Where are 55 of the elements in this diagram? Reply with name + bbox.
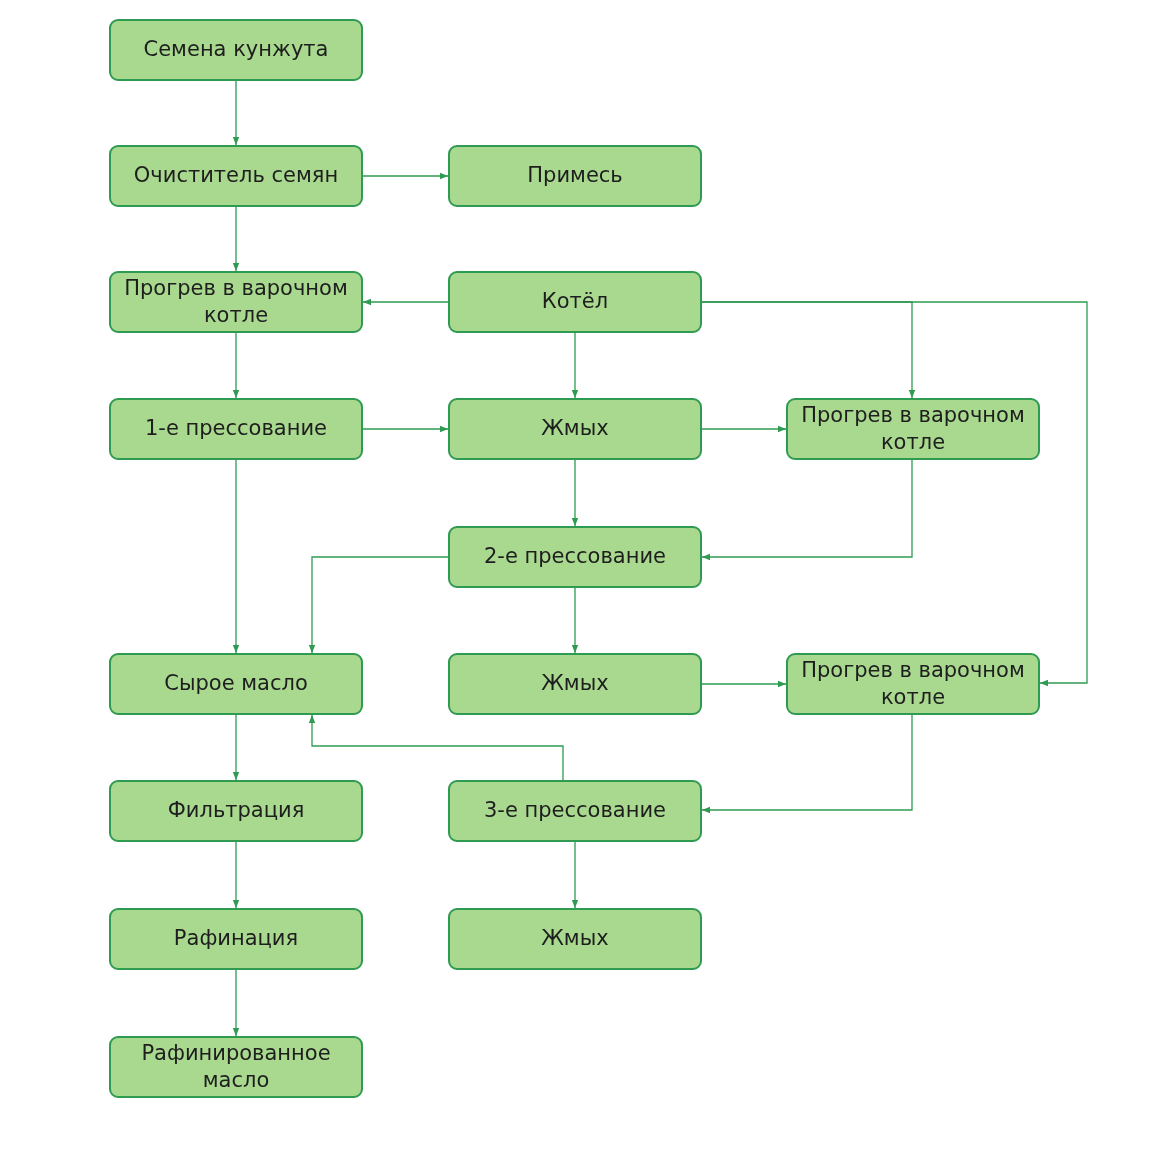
process-box	[448, 271, 702, 333]
process-box	[448, 526, 702, 588]
arrow	[701, 425, 787, 433]
process-box	[448, 145, 702, 207]
arrow	[232, 332, 240, 399]
arrow	[308, 714, 564, 781]
arrow	[701, 459, 913, 561]
process-box	[786, 653, 1040, 715]
arrow	[571, 332, 579, 399]
step-label: Котёл	[541, 288, 609, 316]
arrow	[232, 841, 240, 909]
process-box	[448, 398, 702, 460]
step-label: 3-е прессование	[484, 797, 666, 825]
step-label: Сырое масло	[164, 670, 308, 698]
process-box	[109, 1036, 363, 1098]
process-box	[448, 908, 702, 970]
arrow	[701, 714, 913, 814]
step-label: Рафинация	[173, 925, 299, 953]
process-box	[109, 271, 363, 333]
step-label: Прогрев в варочном котле	[800, 401, 1026, 456]
step-label: Прогрев в варочном котле	[800, 656, 1026, 711]
step-label: Жмых	[541, 670, 609, 698]
arrow	[232, 714, 240, 781]
arrow	[362, 172, 449, 180]
step-label: Жмых	[541, 415, 609, 443]
process-box	[786, 398, 1040, 460]
step-label: 1-е прессование	[145, 415, 327, 443]
arrow	[232, 206, 240, 272]
arrow	[571, 587, 579, 654]
step-label: 2-е прессование	[484, 543, 666, 571]
arrow	[308, 556, 449, 654]
step-label: Прогрев в варочном котле	[123, 274, 349, 329]
process-box	[109, 145, 363, 207]
arrow	[701, 301, 1088, 687]
process-box	[109, 398, 363, 460]
arrow	[362, 425, 449, 433]
process-box	[448, 653, 702, 715]
arrow	[362, 298, 449, 306]
step-label: Семена кунжута	[143, 36, 329, 64]
step-label: Фильтрация	[167, 797, 305, 825]
arrow	[232, 459, 240, 654]
process-box	[109, 780, 363, 842]
process-box	[448, 780, 702, 842]
step-label: Примесь	[527, 162, 623, 190]
process-box	[109, 653, 363, 715]
arrow	[571, 841, 579, 909]
step-label: Очиститель семян	[133, 162, 339, 190]
process-box	[109, 19, 363, 81]
arrow	[232, 969, 240, 1037]
arrow	[571, 459, 579, 527]
process-box	[109, 908, 363, 970]
step-label: Рафинированное масло	[140, 1039, 332, 1094]
step-label: Жмых	[541, 925, 609, 953]
arrow	[701, 680, 787, 688]
arrow	[232, 80, 240, 146]
